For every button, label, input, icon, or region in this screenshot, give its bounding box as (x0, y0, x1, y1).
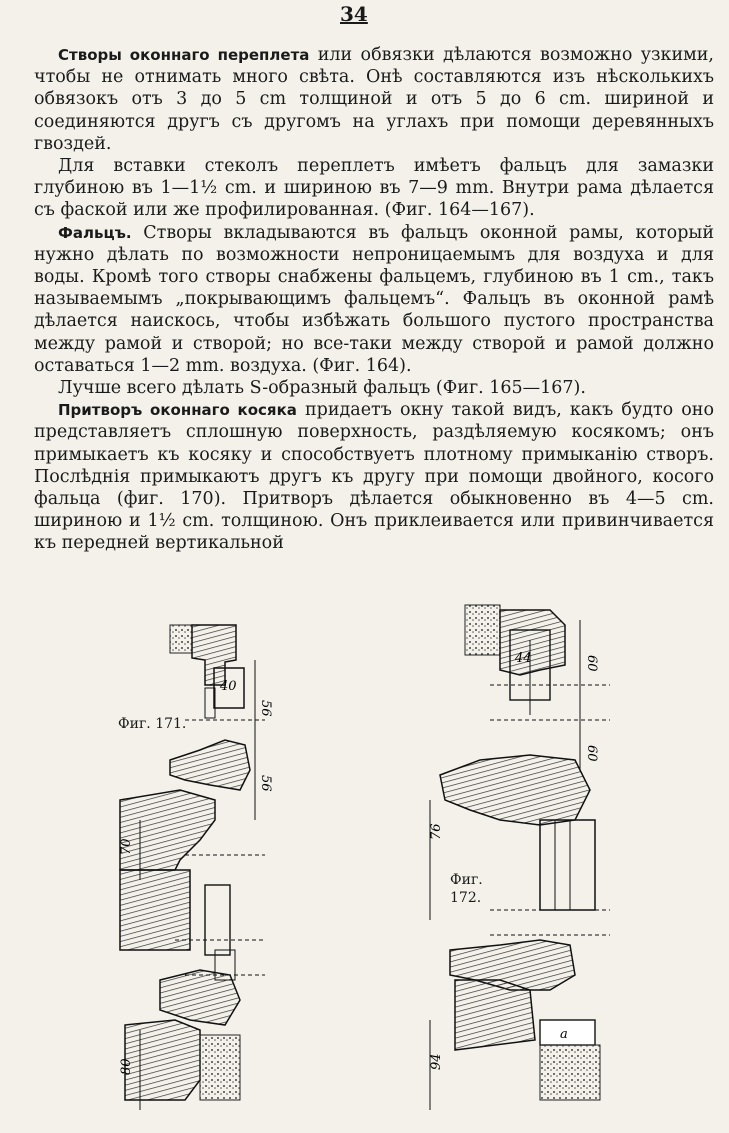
fig172-part-letter: a (560, 1027, 568, 1042)
fig172-dim-left: 76 (429, 823, 444, 840)
figure-171-drawing (119, 624, 265, 1110)
lead-term: Притворъ оконнаго косяка (58, 401, 297, 420)
figure-172-drawing (429, 604, 610, 1110)
figure-172-caption-line2: 172. (450, 890, 482, 906)
paragraph-2: Для вставки стеколъ переплетъ имѣетъ фал… (34, 155, 714, 222)
body-text: Створы оконнаго переплета или обвязки дѣ… (34, 44, 714, 555)
fig171-inner-dim: 40 (219, 679, 237, 694)
paragraph-text: Для вставки стеколъ переплетъ имѣетъ фал… (34, 156, 714, 221)
window-frame-drawings: 56 56 70 80 40 60 60 76 94 44 a (119, 604, 610, 1110)
fig171-dim-left: 70 (119, 838, 134, 855)
figure-171-caption: Фиг. 171. (118, 716, 187, 732)
paragraph-text: придаетъ окну такой видъ, какъ будто оно… (34, 400, 714, 554)
fig172-dim-top: 60 (584, 655, 599, 672)
paragraph-1: Створы оконнаго переплета или обвязки дѣ… (34, 44, 714, 155)
figures-area: 56 56 70 80 40 60 60 76 94 44 a Фиг. 171… (0, 580, 729, 1133)
fig172-dim-bottom: 94 (429, 1053, 444, 1070)
paragraph-3: Фальцъ. Створы вкладываются въ фальцъ ок… (34, 222, 714, 377)
paragraph-text: Створы вкладываются въ фальцъ оконной ра… (34, 222, 714, 376)
page-number: 34 (340, 2, 368, 26)
fig171-dim-bottom: 80 (119, 1058, 134, 1075)
lead-term: Створы оконнаго переплета (58, 46, 310, 64)
fig171-dim-middle: 56 (258, 775, 273, 792)
paragraph-5: Притворъ оконнаго косяка придаетъ окну т… (34, 399, 714, 554)
lead-term: Фальцъ. (58, 223, 132, 242)
fig172-inner-dim: 44 (514, 651, 532, 666)
fig172-dim-middle: 60 (584, 745, 599, 762)
paragraph-text: или обвязки дѣлаются возможно узкими, чт… (34, 45, 714, 154)
figure-172-caption-line1: Фиг. (450, 872, 483, 888)
fig171-dim-top: 56 (258, 700, 273, 717)
paragraph-text: Лучше всего дѣлать S-образный фальцъ (Фи… (58, 378, 586, 399)
paragraph-4: Лучше всего дѣлать S-образный фальцъ (Фи… (34, 377, 714, 399)
